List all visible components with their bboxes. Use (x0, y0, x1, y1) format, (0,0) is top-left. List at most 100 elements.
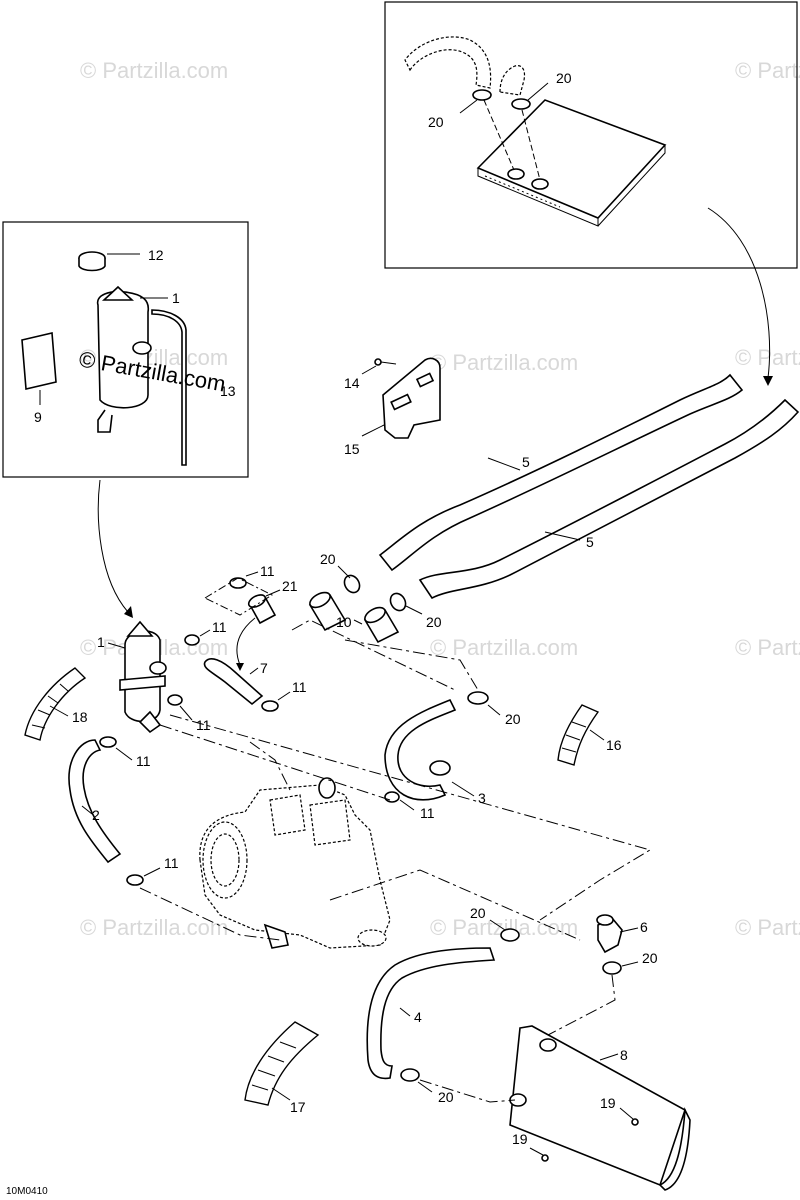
callout-11: 11 (136, 753, 151, 769)
inset-fitting (507, 168, 525, 180)
callout-16: 16 (606, 737, 622, 753)
inset-hose-dashed (404, 36, 492, 89)
hose-connector-21 (247, 594, 277, 625)
watermark: © Partzilla.com (735, 58, 800, 83)
inset-hose-dashed (499, 65, 526, 96)
coolant-hose-long (378, 373, 744, 572)
coolant-hose-3 (384, 698, 457, 801)
engine-block (199, 777, 391, 949)
inset-clamp-20 (472, 89, 492, 101)
callout-19: 19 (600, 1095, 616, 1111)
inset-heat-exchanger (476, 99, 667, 227)
callout-11: 11 (196, 717, 211, 733)
callout-12: 12 (148, 247, 164, 263)
overflow-tube (151, 309, 187, 466)
callout-20: 20 (642, 950, 658, 966)
callout-8: 8 (620, 1047, 628, 1063)
clamp-11 (99, 736, 117, 748)
clamp-11 (184, 634, 200, 646)
inset-frame-radiator (384, 1, 798, 269)
reservoir-cap (78, 251, 106, 272)
callout-arrow (97, 479, 129, 613)
clamp-20 (400, 1068, 420, 1082)
clamp-11 (384, 791, 400, 803)
callout-2: 2 (92, 807, 100, 823)
diagram-code: 10M0410 (6, 1186, 48, 1197)
screw (541, 1154, 549, 1162)
callout-20: 20 (470, 905, 486, 921)
callout-labels: 12 1 9 13 20 20 14 15 5 5 20 11 21 10 20… (34, 70, 658, 1147)
clamp-11 (167, 694, 183, 706)
ribbed-hose (244, 1021, 320, 1106)
bracket-screw (374, 358, 397, 366)
callout-1: 1 (97, 634, 105, 650)
callout-21: 21 (282, 578, 298, 594)
hose-clamp (389, 592, 407, 612)
screw (631, 1118, 639, 1126)
callout-13: 13 (220, 383, 236, 399)
elbow-fitting (596, 914, 623, 954)
callout-14: 14 (344, 375, 360, 391)
routing-line (419, 1079, 516, 1103)
routing-line (249, 741, 291, 791)
clamp-11 (126, 874, 144, 886)
inset-fitting (531, 178, 549, 190)
callout-11: 11 (164, 855, 179, 871)
callout-7: 7 (260, 660, 268, 676)
callout-20: 20 (426, 614, 442, 630)
arrow-head (763, 376, 773, 386)
callout-1: 1 (172, 290, 180, 306)
routing-line (139, 887, 281, 941)
ribbed-hose (24, 667, 87, 741)
heat-exchanger (509, 1025, 691, 1191)
watermark: © Partzilla.com (80, 58, 228, 83)
hose-clamp (343, 574, 361, 594)
callout-10: 10 (336, 614, 352, 630)
watermark-group: © Partzilla.com © Partzilla.com © Partzi… (80, 58, 800, 940)
coolant-reservoir-tank (96, 285, 152, 433)
arrow-head (124, 606, 133, 618)
routing-line (159, 724, 391, 801)
callout-11: 11 (260, 563, 275, 579)
coolant-hose-7 (203, 658, 264, 706)
coolant-hose-4 (366, 947, 496, 1080)
callout-4: 4 (414, 1009, 422, 1025)
clamp-20 (467, 691, 489, 705)
callout-20: 20 (556, 70, 572, 86)
callout-15: 15 (344, 441, 360, 457)
clamp-20 (602, 961, 622, 975)
watermark: © Partzilla.com (735, 345, 800, 370)
clamp-20 (500, 928, 520, 942)
callout-20: 20 (320, 551, 336, 567)
hose-3-end (429, 760, 451, 776)
routing-line (547, 974, 616, 1036)
callout-20: 20 (428, 114, 444, 130)
inset-frame-reservoir (2, 221, 249, 478)
routing-line (291, 619, 456, 691)
ribbed-hose (557, 704, 600, 766)
reservoir-decal (21, 332, 57, 390)
watermark: © Partzilla.com (80, 915, 228, 940)
clamp-11 (261, 700, 279, 712)
callout-6: 6 (640, 919, 648, 935)
callout-9: 9 (34, 409, 42, 425)
watermark: © Partzilla.com (735, 915, 800, 940)
routing-line (329, 869, 581, 941)
routing-line (169, 714, 652, 921)
callout-20: 20 (438, 1089, 454, 1105)
hose-bracket (382, 357, 441, 439)
callout-3: 3 (478, 790, 486, 806)
callout-5: 5 (522, 454, 530, 470)
callout-11: 11 (292, 679, 307, 695)
callout-11: 11 (420, 805, 435, 821)
callout-18: 18 (72, 709, 88, 725)
hose-connector (308, 591, 347, 632)
coolant-reservoir (119, 620, 167, 734)
coolant-hose-2 (68, 739, 122, 864)
callout-5: 5 (586, 534, 594, 550)
callout-arrow (707, 207, 771, 379)
inset-clamp-20 (511, 98, 531, 110)
callout-11: 11 (212, 619, 227, 635)
routing-line (344, 639, 479, 691)
